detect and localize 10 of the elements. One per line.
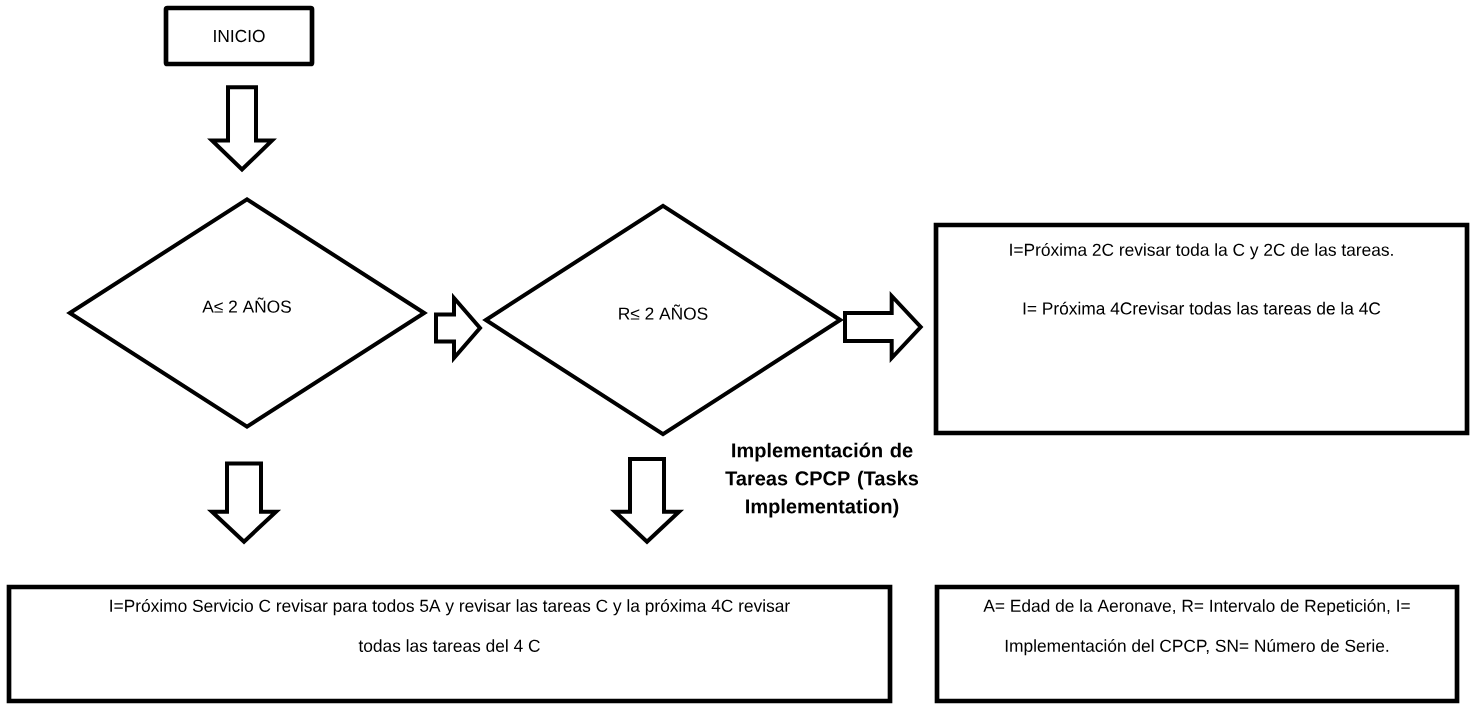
start-box: INICIO xyxy=(163,5,315,67)
note-text: Implementación de Tareas CPCP (Tasks Implementation) xyxy=(725,442,919,518)
block-arrow xyxy=(207,85,277,173)
block-arrow xyxy=(609,457,685,545)
process-box: I=Próximo Servicio C revisar para todos 5A y revisar las tareas C y la próxima 4C revisar todas las tareas del 4 C xyxy=(6,584,893,704)
block-arrow xyxy=(206,461,282,545)
block-arrow xyxy=(843,290,924,364)
process-box: I=Próxima 2C revisar toda la C y 2C de las tareas. I= Próxima 4Crevisar todas las tareas de la 4C xyxy=(933,222,1470,436)
block-arrow xyxy=(434,292,483,364)
process-box: A= Edad de la Aeronave, R= Intervalo de Repetición, I= Implementación del CPCP, SN= Número de Serie. xyxy=(934,584,1460,704)
